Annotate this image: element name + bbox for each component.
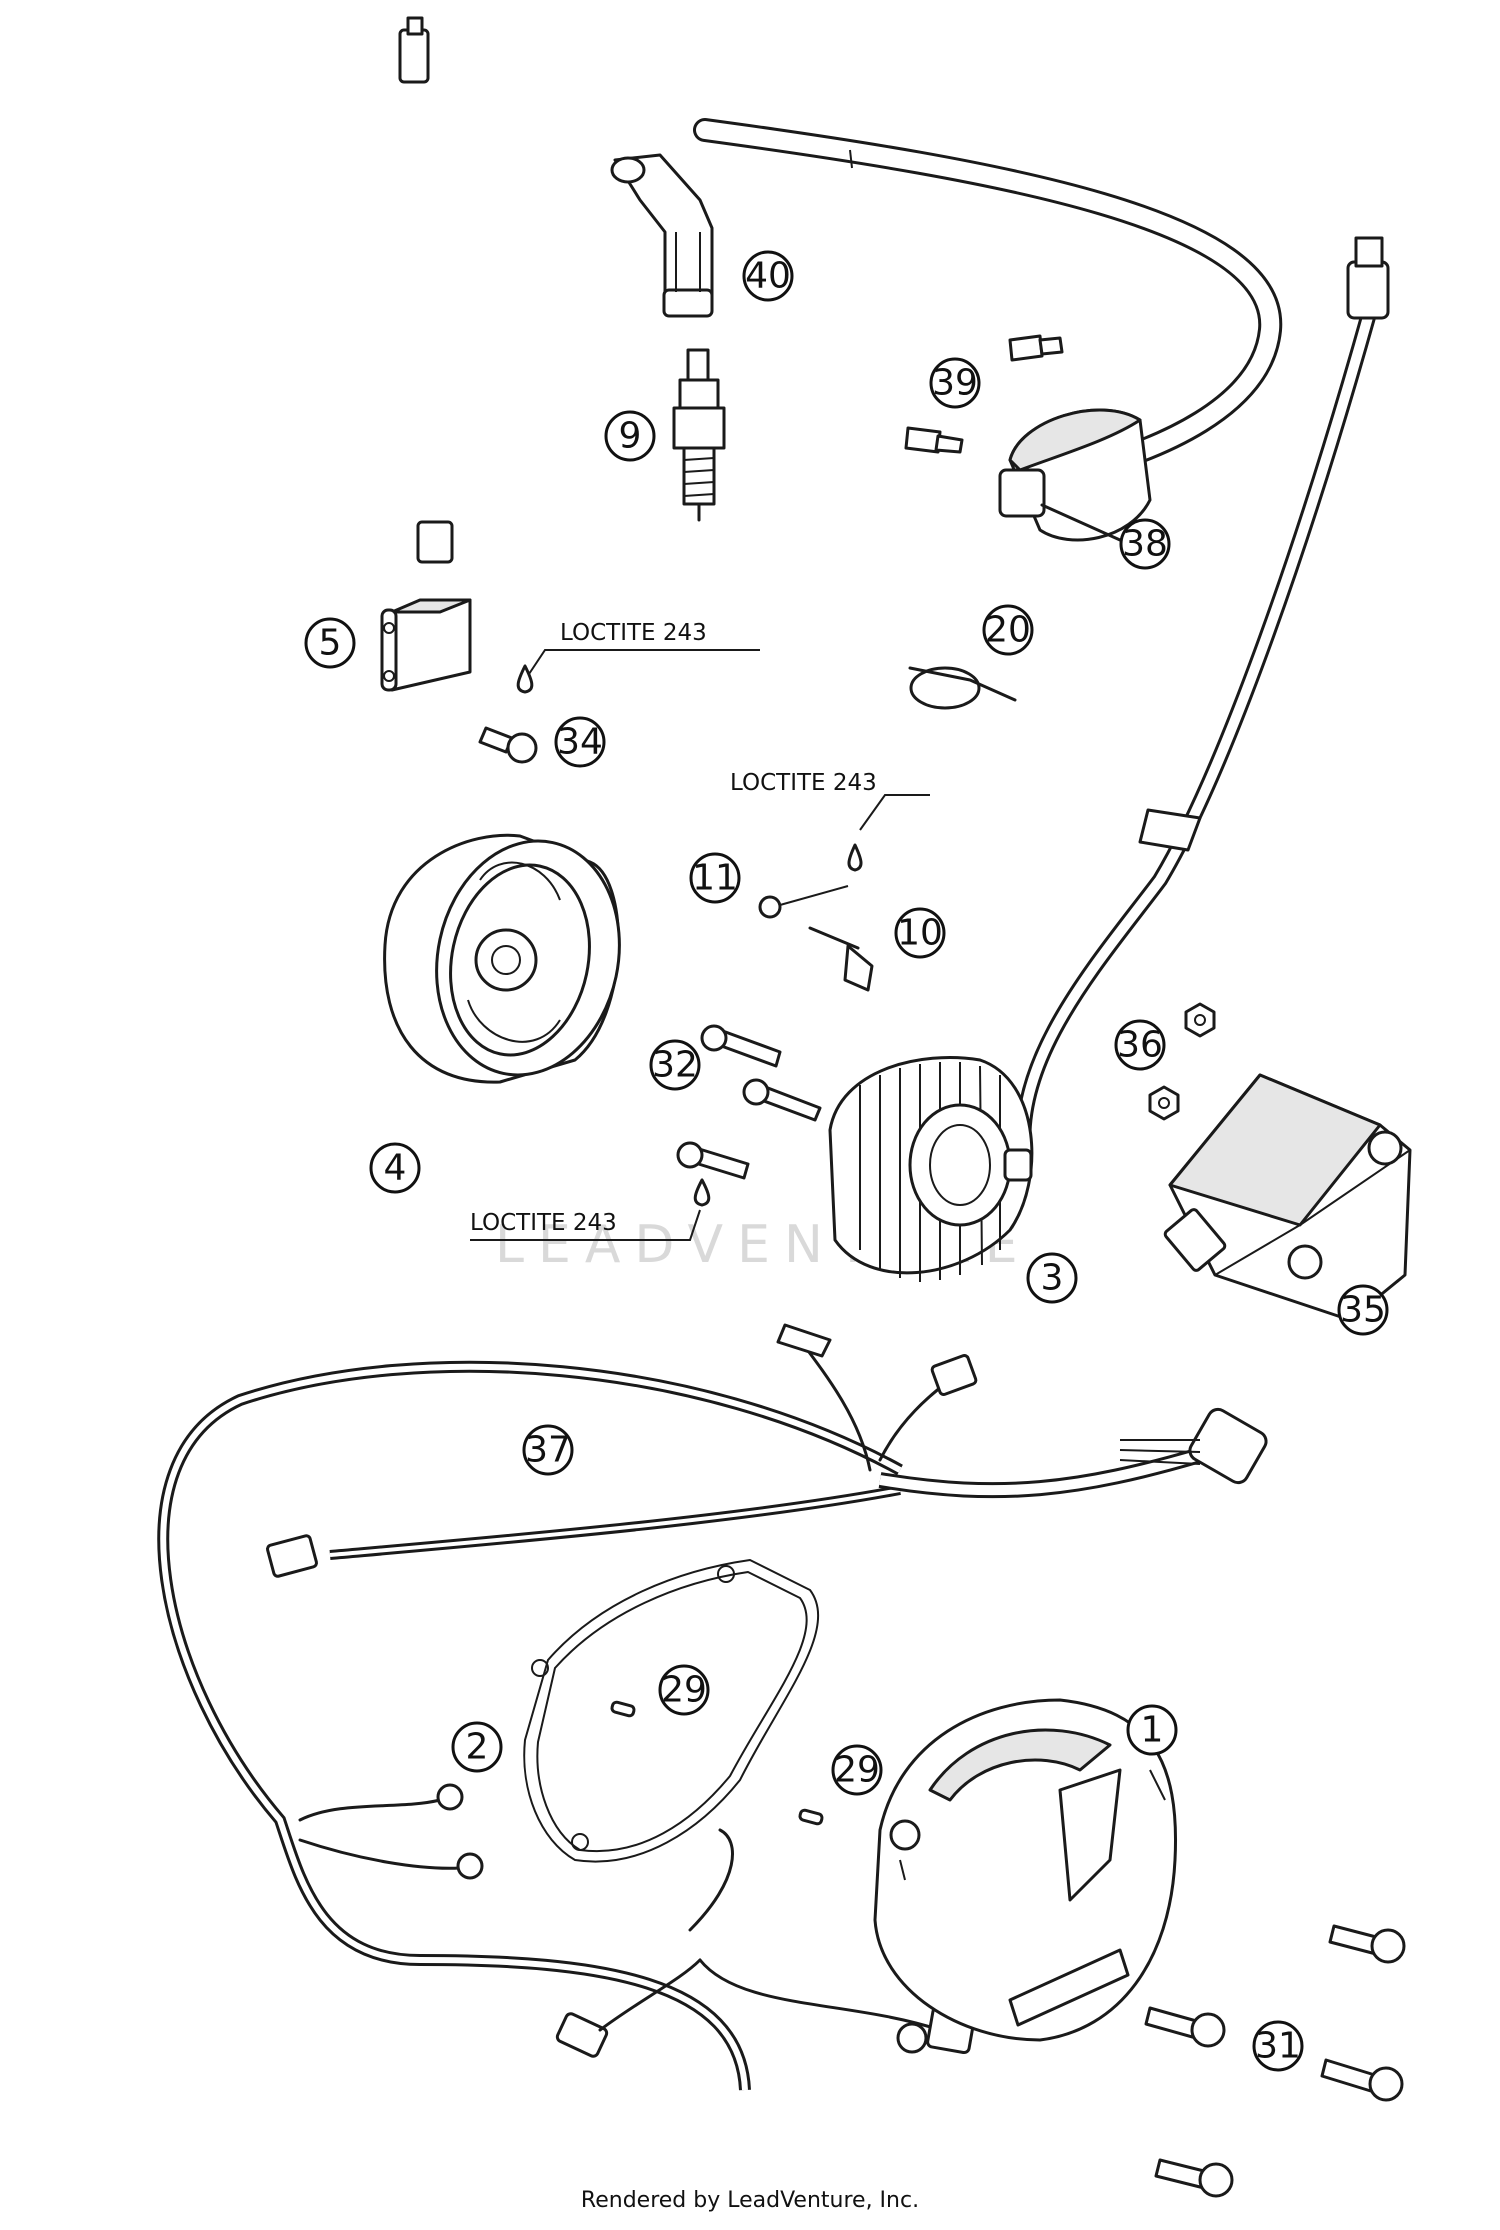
callout-5: 5 [304,617,356,669]
svg-text:36: 36 [1117,1025,1163,1066]
bracket-10 [808,926,874,992]
svg-text:20: 20 [985,610,1031,651]
cover-screws [1144,1924,1406,2198]
svg-text:31: 31 [1255,2026,1301,2067]
callout-9: 9 [604,410,656,462]
dowel-pin-lower [798,1808,824,1826]
svg-text:40: 40 [745,256,791,297]
svg-text:3: 3 [1041,1258,1064,1299]
callout-38: 38 [1119,518,1171,570]
svg-text:37: 37 [525,1430,571,1471]
callout-36: 36 [1114,1019,1166,1071]
loctite-label: LOCTITE 243 [560,620,707,646]
callout-35: 35 [1337,1284,1389,1336]
dowel-pin-upper [610,1700,636,1718]
ignition-cover [873,1698,1178,2054]
coil-bolts [904,334,1064,454]
svg-text:29: 29 [661,1670,707,1711]
loctite-label: LOCTITE 243 [470,1210,617,1236]
callout-1: 1 [1126,1704,1178,1756]
spark-plug [672,348,726,522]
voltage-regulator [1163,1073,1412,1322]
svg-text:9: 9 [619,416,642,457]
flywheel [383,833,621,1084]
sensor-screw [478,726,538,764]
svg-text:2: 2 [466,1727,489,1768]
svg-text:39: 39 [932,363,978,404]
svg-text:5: 5 [319,623,342,664]
callout-20: 20 [982,604,1034,656]
svg-text:38: 38 [1122,524,1168,565]
svg-text:32: 32 [652,1045,698,1086]
loctite-note-3: LOCTITE 243 [470,1178,711,1241]
svg-text:11: 11 [692,858,738,899]
svg-text:1: 1 [1141,1710,1164,1751]
callout-32: 32 [649,1039,701,1091]
callout-40: 40 [742,250,794,302]
cable-tie [908,666,1017,710]
callout-3: 3 [1026,1252,1078,1304]
callout-31: 31 [1252,2020,1304,2072]
callout-29-lower: 29 [831,1744,883,1796]
ignition-lead [693,118,1283,477]
render-credit: Rendered by LeadVenture, Inc. [580,2188,920,2213]
svg-text:34: 34 [557,722,603,763]
svg-text:35: 35 [1340,1290,1386,1331]
bolt-11 [758,885,849,919]
callout-2: 2 [451,1721,503,1773]
svg-text:4: 4 [384,1148,407,1189]
callout-39: 39 [929,357,981,409]
callout-37: 37 [522,1424,574,1476]
stator-cable [1015,236,1390,1162]
wiring-harness [157,1323,1268,2091]
loctite-note-2: LOCTITE 243 [730,770,930,872]
callout-10: 10 [894,907,946,959]
pickup-sensor [380,16,472,692]
loctite-note-1: LOCTITE 243 [516,620,760,694]
stator-bolts [676,1024,822,1180]
spark-plug-cap [610,153,714,318]
ignition-coil [998,408,1157,542]
callout-34: 34 [554,716,606,768]
stator [828,1056,1034,1282]
regulator-nuts [1148,1002,1216,1121]
svg-text:29: 29 [834,1750,880,1791]
loctite-label: LOCTITE 243 [730,770,877,796]
callout-29-upper: 29 [658,1664,710,1716]
callout-4: 4 [369,1142,421,1194]
svg-text:10: 10 [897,913,943,954]
callout-11: 11 [689,852,741,904]
cover-gasket [523,1558,820,1863]
